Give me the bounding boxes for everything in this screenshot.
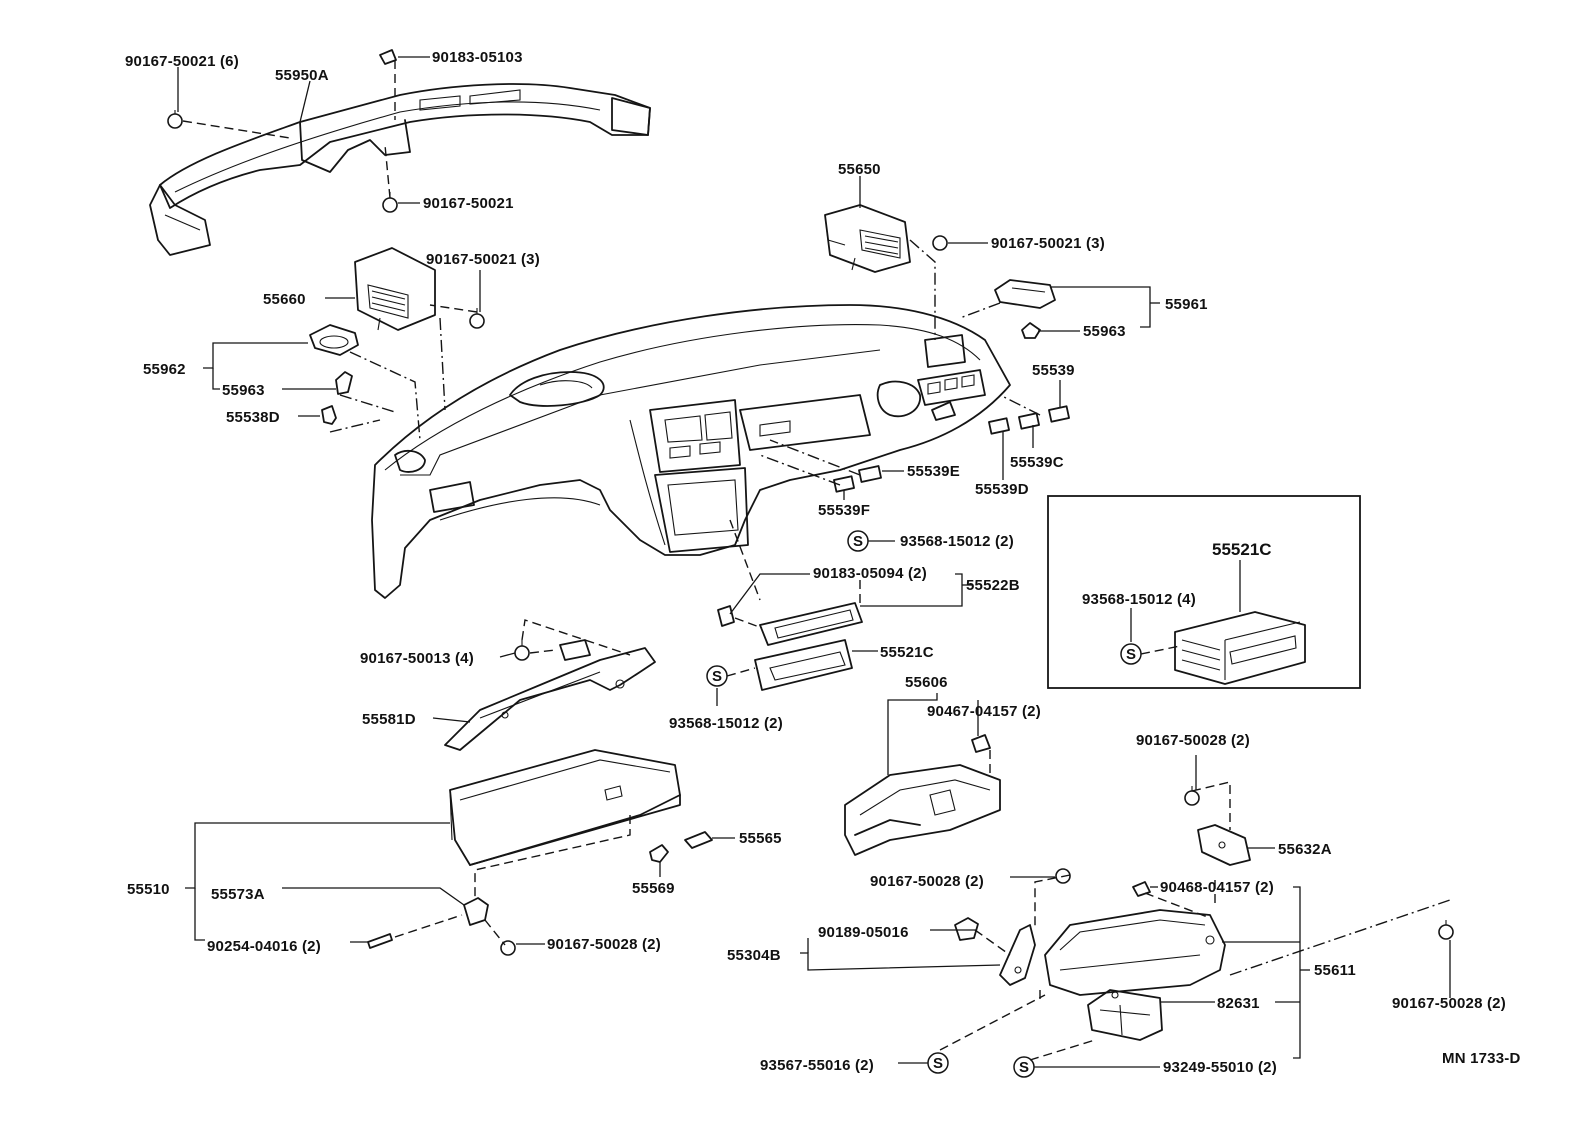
switch-55539d [988,417,1010,435]
svg-text:S: S [1019,1059,1029,1076]
label-90167-50013: 90167-50013 (4) [360,650,474,667]
svg-text:S: S [1126,646,1136,663]
leader-lines [177,56,1451,1068]
label-55539: 55539 [1032,362,1075,379]
clip-55963-right [1021,322,1041,339]
glovebox-55510 [449,749,681,866]
label-55510: 55510 [127,881,170,898]
svg-text:S: S [933,1055,943,1072]
label-90167-50021: 90167-50021 [423,195,514,212]
s-symbol-1: S [847,530,869,552]
label-93568-15012-2b: 93568-15012 (2) [669,715,783,732]
label-55521c-inset: 55521C [1212,540,1272,559]
label-55539c: 55539C [1010,454,1064,471]
label-55961: 55961 [1165,296,1208,313]
label-93568-15012-2a: 93568-15012 (2) [900,533,1014,550]
label-90167-50021-6: 90167-50021 (6) [125,53,239,70]
pin-90254-04016 [367,933,393,949]
clip-55538d [321,405,337,425]
duct-55950a [149,83,651,256]
label-93249-55010: 93249-55010 (2) [1163,1059,1277,1076]
hinge-55304b [999,924,1036,986]
instrument-panel [371,304,1011,599]
s-symbol-4: S [927,1052,949,1074]
lock-55573a [463,897,489,926]
label-55565: 55565 [739,830,782,847]
vent-55961 [994,279,1056,309]
switch-55539f [833,475,855,493]
label-55539d: 55539D [975,481,1029,498]
clip-55963-left [335,371,353,395]
inset-frame [1047,495,1361,689]
inset-unit-55521c [1174,611,1306,685]
label-55538d: 55538D [226,409,280,426]
label-90167-50021-3-right: 90167-50021 (3) [991,235,1105,252]
glovebox-55611 [1044,909,1226,996]
label-90183-05103: 90183-05103 [432,49,523,66]
label-90167-50028-2a: 90167-50028 (2) [1136,732,1250,749]
label-55539f: 55539F [818,502,870,519]
label-55611: 55611 [1314,962,1356,979]
grommet-90189-05016 [954,917,979,941]
label-90167-50021-3-left: 90167-50021 (3) [426,251,540,268]
part-labels: 90167-50021 (6) 55950A 90183-05103 90167… [125,49,1521,1076]
switch-55539e [858,465,882,483]
bracket-55581d [444,639,656,751]
label-55522b: 55522B [966,577,1020,594]
vent-55962 [309,324,359,356]
vent-55660 [354,247,436,331]
label-55963-left: 55963 [222,382,265,399]
label-90183-05094: 90183-05094 (2) [813,565,927,582]
stopper-82631 [1087,989,1163,1041]
svg-text:S: S [853,533,863,550]
assembly-dashed-lines [182,60,1451,1061]
label-55304b: 55304B [727,947,781,964]
label-90467-04157: 90467-04157 (2) [927,703,1041,720]
latch-55565 [684,831,713,849]
label-55650: 55650 [838,161,881,178]
label-90189-05016: 90189-05016 [818,924,909,941]
label-90254-04016: 90254-04016 (2) [207,938,321,955]
s-symbol-2: S [706,665,728,687]
label-90468-04157: 90468-04157 (2) [1160,879,1274,896]
label-55606: 55606 [905,674,948,691]
s-symbol-3: S [1120,643,1142,665]
label-55521c: 55521C [880,644,934,661]
label-55569: 55569 [632,880,675,897]
label-55660: 55660 [263,291,306,308]
label-55539e: 55539E [907,463,960,480]
screw-icons [167,49,1454,956]
switch-55539 [1048,405,1070,423]
label-55963-right: 55963 [1083,323,1126,340]
tray-55606 [844,764,1001,856]
cluster-55522b [717,602,863,646]
label-55950a: 55950A [275,67,329,84]
label-93567-55016: 93567-55016 (2) [760,1057,874,1074]
svg-text:S: S [712,668,722,685]
label-90167-50028-2b: 90167-50028 (2) [870,873,984,890]
label-55573a: 55573A [211,886,265,903]
label-55632a: 55632A [1278,841,1332,858]
label-55581d: 55581D [362,711,416,728]
pocket-55521c [754,639,853,691]
clip-55569 [649,844,669,863]
vent-55650 [824,204,911,273]
clip-90468-04157 [1132,881,1151,897]
switch-55539c [1018,412,1040,430]
label-55962: 55962 [143,361,186,378]
label-82631: 82631 [1217,995,1260,1012]
label-93568-15012-4: 93568-15012 (4) [1082,591,1196,608]
clip-90467-04157 [971,734,991,753]
diagram-code: MN 1733-D [1442,1050,1521,1067]
label-90167-50028-2d: 90167-50028 (2) [1392,995,1506,1012]
hinge-55632a [1197,824,1251,866]
label-90167-50028-2c: 90167-50028 (2) [547,936,661,953]
